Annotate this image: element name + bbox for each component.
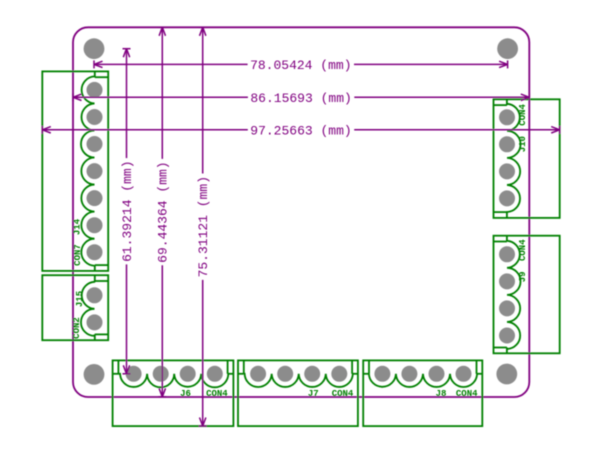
svg-text:J10: J10 (518, 136, 528, 152)
svg-text:CON4: CON4 (206, 389, 228, 399)
svg-text:75.31121 (mm): 75.31121 (mm) (196, 176, 211, 277)
svg-text:69.44364 (mm): 69.44364 (mm) (156, 161, 171, 262)
svg-text:J9: J9 (518, 271, 528, 282)
svg-text:78.05424 (mm): 78.05424 (mm) (250, 58, 351, 73)
svg-text:97.25663 (mm): 97.25663 (mm) (250, 123, 351, 138)
svg-text:CON4: CON4 (518, 104, 528, 126)
svg-text:CON4: CON4 (456, 389, 478, 399)
svg-text:J6: J6 (180, 389, 191, 399)
svg-text:CON4: CON4 (332, 389, 354, 399)
svg-text:J14: J14 (73, 218, 83, 235)
svg-text:86.15693 (mm): 86.15693 (mm) (250, 91, 351, 106)
svg-text:61.39214 (mm): 61.39214 (mm) (120, 160, 135, 261)
svg-text:CON4: CON4 (518, 239, 528, 261)
svg-text:J15: J15 (75, 291, 85, 307)
svg-text:CON2: CON2 (72, 317, 82, 339)
svg-text:CON7: CON7 (73, 244, 83, 266)
svg-text:J7: J7 (308, 389, 319, 399)
svg-text:J8: J8 (436, 389, 447, 399)
